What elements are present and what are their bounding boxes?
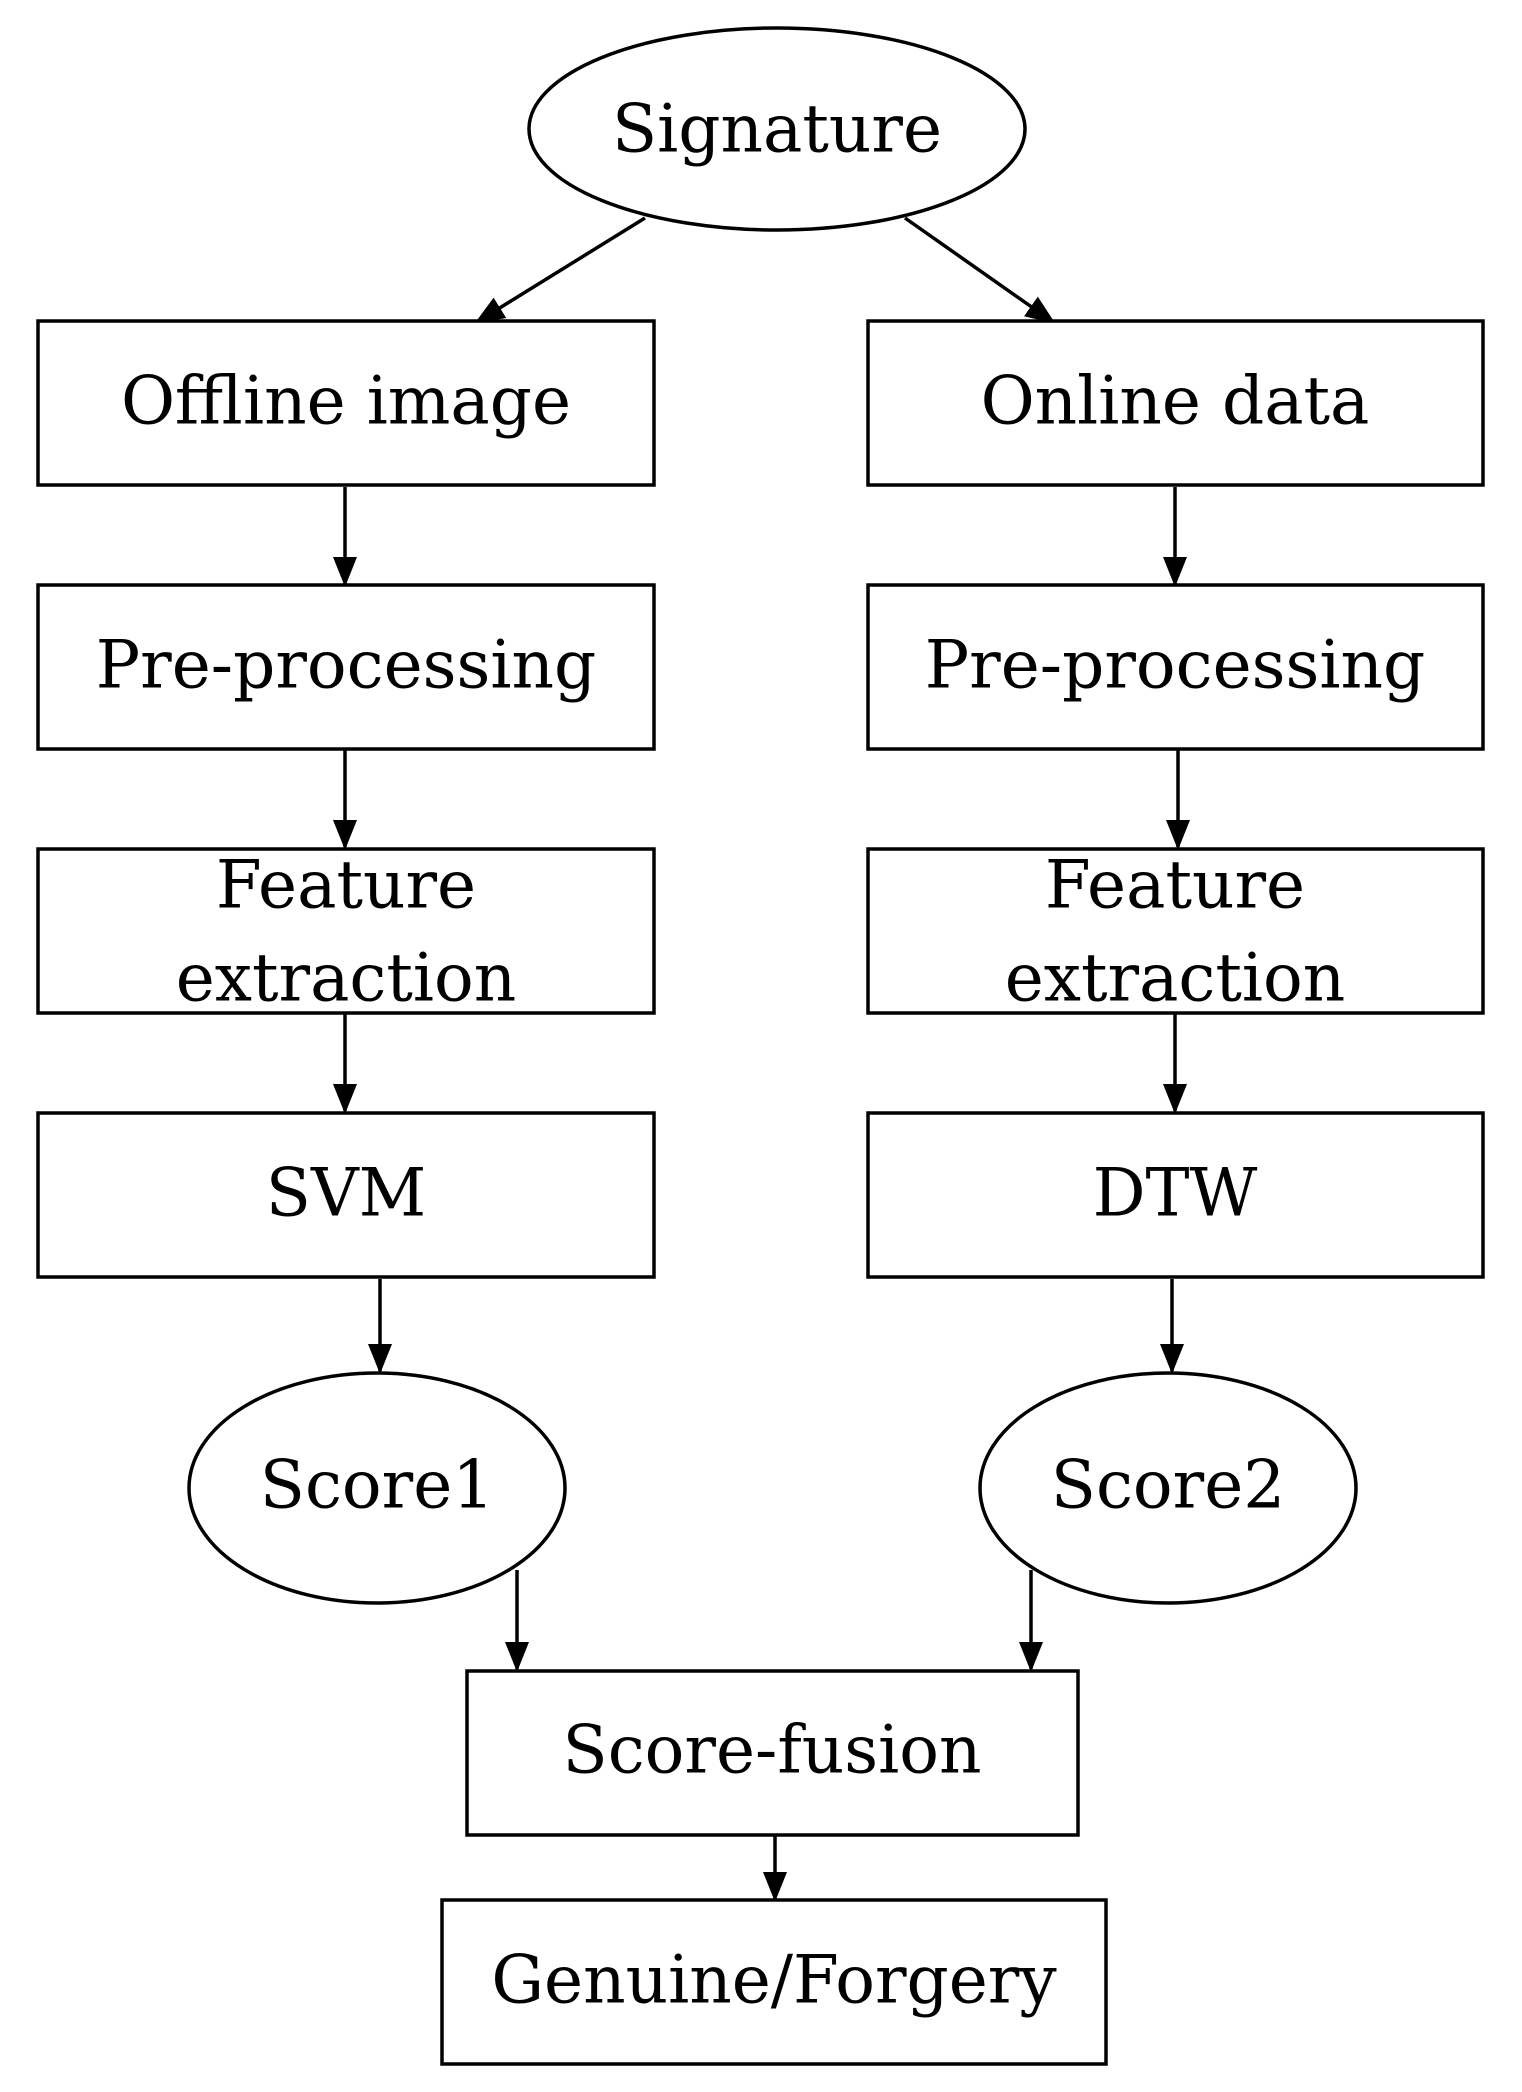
online-data-box xyxy=(866,319,1485,487)
edge-signature-to-online xyxy=(903,216,1056,324)
preprocessing-right-label: Pre-processing xyxy=(925,627,1425,704)
score1-node: Score1 xyxy=(187,1371,567,1605)
score2-node: Score2 xyxy=(978,1371,1358,1605)
decision-box xyxy=(440,1898,1108,2066)
dtw-label: DTW xyxy=(1093,1155,1258,1232)
dtw-box xyxy=(866,1111,1485,1279)
signature-ellipse xyxy=(527,26,1027,232)
feature-extraction-left-box xyxy=(36,847,656,1015)
online-data-label: Online data xyxy=(981,363,1370,440)
signature-node: Signature xyxy=(527,26,1027,232)
score-fusion-node: Score-fusion xyxy=(465,1669,1080,1837)
score2-label: Score2 xyxy=(1051,1447,1286,1524)
offline-image-node: Offline image xyxy=(36,319,656,487)
feature-extraction-right-node: Feature extraction xyxy=(866,847,1485,1017)
feature-extraction-left-node: Feature extraction xyxy=(36,847,656,1017)
feature-extraction-left-line1: Feature xyxy=(216,847,476,924)
preprocessing-right-node: Pre-processing xyxy=(866,583,1485,751)
offline-image-box xyxy=(36,319,656,487)
score2-ellipse xyxy=(978,1371,1358,1605)
score-fusion-box xyxy=(465,1669,1080,1837)
dtw-node: DTW xyxy=(866,1111,1485,1279)
decision-node: Genuine/Forgery xyxy=(440,1898,1108,2066)
score1-label: Score1 xyxy=(260,1447,495,1524)
preprocessing-right-box xyxy=(866,583,1485,751)
decision-label: Genuine/Forgery xyxy=(491,1942,1057,2019)
online-data-node: Online data xyxy=(866,319,1485,487)
signature-label: Signature xyxy=(612,91,942,168)
svm-node: SVM xyxy=(36,1111,656,1279)
preprocessing-left-label: Pre-processing xyxy=(96,627,596,704)
feature-extraction-right-box xyxy=(866,847,1485,1015)
edges xyxy=(333,216,1190,1902)
edge-signature-to-offline xyxy=(474,216,646,324)
preprocessing-left-box xyxy=(36,583,656,751)
feature-extraction-right-line1: Feature xyxy=(1045,847,1305,924)
svm-label: SVM xyxy=(266,1155,426,1232)
feature-extraction-right-line2: extraction xyxy=(1005,940,1346,1017)
feature-extraction-left-line2: extraction xyxy=(176,940,517,1017)
offline-image-label: Offline image xyxy=(121,363,571,440)
svm-box xyxy=(36,1111,656,1279)
preprocessing-left-node: Pre-processing xyxy=(36,583,656,751)
score1-ellipse xyxy=(187,1371,567,1605)
score-fusion-label: Score-fusion xyxy=(563,1712,982,1789)
